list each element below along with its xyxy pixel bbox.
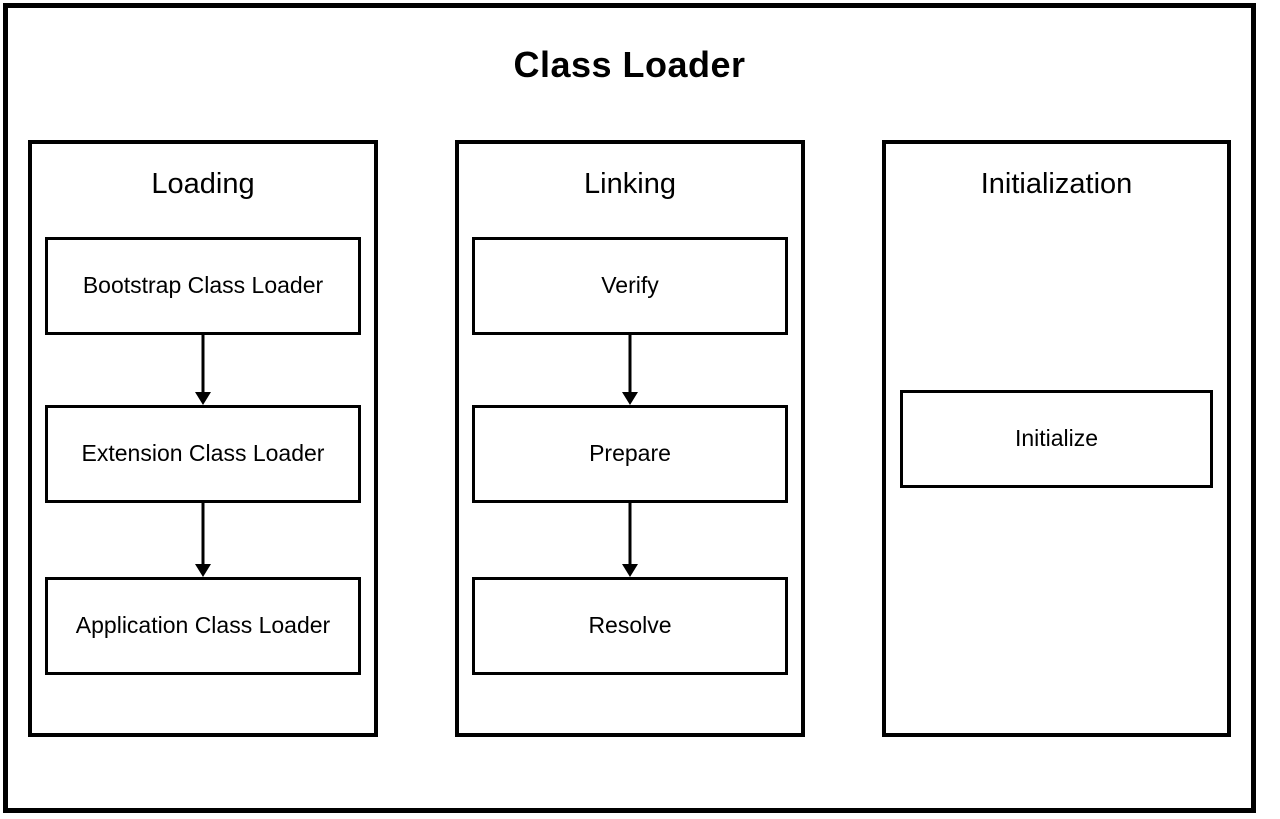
down-arrow-icon: [32, 503, 374, 577]
node-extension-class-loader: Extension Class Loader: [45, 405, 361, 503]
node-initialize: Initialize: [900, 390, 1213, 488]
arrow-head-icon: [195, 392, 211, 405]
down-arrow-icon: [459, 503, 801, 577]
arrow-head-icon: [622, 392, 638, 405]
node-prepare: Prepare: [472, 405, 788, 503]
diagram-title: Class Loader: [513, 44, 746, 85]
arrow-line: [628, 503, 632, 569]
arrow-line: [201, 503, 205, 569]
arrow-head-icon: [195, 564, 211, 577]
down-arrow-icon: [459, 335, 801, 405]
arrow-line: [201, 335, 205, 397]
node-verify: Verify: [472, 237, 788, 335]
node-bootstrap-class-loader: Bootstrap Class Loader: [45, 237, 361, 335]
section-initialization: Initialization Initialize: [882, 140, 1231, 737]
section-loading: Loading Bootstrap Class Loader Extension…: [28, 140, 378, 737]
arrow-head-icon: [622, 564, 638, 577]
section-linking: Linking Verify Prepare Resolve: [455, 140, 805, 737]
section-initialization-title: Initialization: [980, 168, 1133, 200]
down-arrow-icon: [32, 335, 374, 405]
arrow-line: [628, 335, 632, 397]
section-loading-title: Loading: [151, 168, 255, 200]
node-application-class-loader: Application Class Loader: [45, 577, 361, 675]
section-linking-title: Linking: [584, 168, 676, 200]
node-resolve: Resolve: [472, 577, 788, 675]
